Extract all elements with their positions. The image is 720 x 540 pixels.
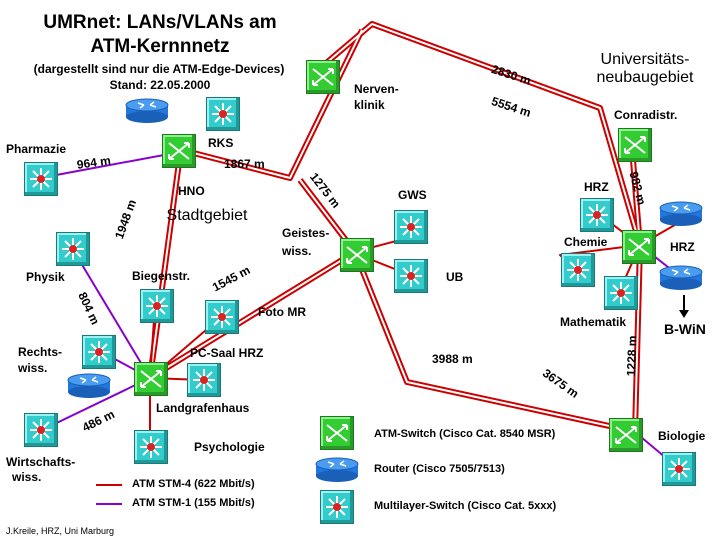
ml-switch-psychologie[interactable] xyxy=(134,430,168,464)
distance-1867: 1867 m xyxy=(224,157,265,171)
ml-switch-foto-mr[interactable] xyxy=(205,300,239,334)
ml-switch-pc-saal-hrz[interactable] xyxy=(187,363,221,397)
distance-3988: 3988 m xyxy=(432,352,473,366)
label-wirtschaftswiss-2: wiss. xyxy=(12,470,42,484)
legend-multilayer-icon xyxy=(320,490,354,524)
region-stadtgebiet: Stadtgebiet xyxy=(166,207,248,224)
legend-atm-switch-icon xyxy=(320,416,354,450)
router-hrz-1[interactable] xyxy=(658,200,704,228)
distance-1228: 1228 m xyxy=(624,335,640,377)
region-uni-line-1: Universitäts- xyxy=(600,51,690,68)
ml-switch-gws[interactable] xyxy=(394,210,428,244)
router-rks[interactable] xyxy=(124,97,170,125)
ml-switch-biegenstr[interactable] xyxy=(140,289,174,323)
ml-switch-physik[interactable] xyxy=(56,232,90,266)
ml-switch-mathematik[interactable] xyxy=(604,276,638,310)
ml-switch-chemie[interactable] xyxy=(561,253,595,287)
ml-switch-biologie[interactable] xyxy=(662,452,696,486)
ml-switch-rks[interactable] xyxy=(206,97,240,131)
atm-switch-geisteswiss[interactable] xyxy=(340,238,374,272)
legend-stm1-label: ATM STM-1 (155 Mbit/s) xyxy=(132,497,255,509)
label-nervenklinik-1: Nerven- xyxy=(354,82,399,96)
label-mathematik: Mathematik xyxy=(560,315,627,329)
bwin-arrow-icon xyxy=(679,295,689,318)
label-rechtswiss-2: wiss. xyxy=(18,361,48,375)
legend-atm-switch-label: ATM-Switch (Cisco Cat. 8540 MSR) xyxy=(374,428,556,440)
title-line-3: (dargestellt sind nur die ATM-Edge-Devic… xyxy=(33,62,285,76)
legend-multilayer-label: Multilayer-Switch (Cisco Cat. 5xxx) xyxy=(374,500,557,512)
ml-switch-pharmazie[interactable] xyxy=(24,162,58,196)
title-line-4: Stand: 22.05.2000 xyxy=(109,78,211,92)
atm-switch-hno[interactable] xyxy=(162,134,196,168)
ml-switch-ub[interactable] xyxy=(394,259,428,293)
label-rechtswiss-1: Rechts- xyxy=(18,345,63,359)
label-hrz-router: HRZ xyxy=(670,240,695,254)
label-gws: GWS xyxy=(398,188,427,202)
label-chemie: Chemie xyxy=(564,235,608,249)
label-nervenklinik-2: klinik xyxy=(354,98,385,112)
label-physik: Physik xyxy=(26,270,65,284)
label-bwin: B-WiN xyxy=(664,321,706,337)
legend-stm4-label: ATM STM-4 (622 Mbit/s) xyxy=(132,478,255,490)
atm-switch-nervenklinik[interactable] xyxy=(306,60,340,94)
label-biologie: Biologie xyxy=(658,429,706,443)
router-hrz-2[interactable] xyxy=(658,264,704,292)
ml-switch-rechtswiss[interactable] xyxy=(82,335,116,369)
label-geisteswiss-1: Geistes- xyxy=(282,226,330,240)
atm-switch-landgrafenhaus[interactable] xyxy=(134,362,168,396)
label-foto-mr: Foto MR xyxy=(258,305,306,319)
atm-switch-biologie[interactable] xyxy=(609,418,643,452)
label-hrz-ml: HRZ xyxy=(584,180,609,194)
label-psychologie: Psychologie xyxy=(194,440,265,454)
router-landgrafenhaus[interactable] xyxy=(66,372,112,400)
ml-switch-wirtschaftswiss[interactable] xyxy=(24,413,58,447)
label-ub: UB xyxy=(446,270,464,284)
label-biegenstr: Biegenstr. xyxy=(132,269,191,283)
ml-switch-hrz[interactable] xyxy=(580,198,614,232)
legend-router-icon xyxy=(314,456,360,484)
label-rks: RKS xyxy=(208,136,234,150)
label-conradistr: Conradistr. xyxy=(614,108,678,122)
region-uni-line-2: neubaugebiet xyxy=(596,69,694,86)
label-hno: HNO xyxy=(178,184,205,198)
label-pharmazie: Pharmazie xyxy=(6,142,67,156)
title-line-1: UMRnet: LANs/VLANs am xyxy=(43,12,277,33)
label-landgrafenhaus: Landgrafenhaus xyxy=(156,401,250,415)
title-line-2: ATM-Kernnnetz xyxy=(90,36,230,57)
atm-switch-conradistr[interactable] xyxy=(618,128,652,162)
credit: J.Kreile, HRZ, Uni Marburg xyxy=(6,526,115,536)
label-geisteswiss-2: wiss. xyxy=(282,244,312,258)
label-pc-saal-hrz: PC-Saal HRZ xyxy=(190,346,264,360)
label-wirtschaftswiss-1: Wirtschafts- xyxy=(6,455,76,469)
legend-router-label: Router (Cisco 7505/7513) xyxy=(374,463,505,475)
atm-switch-hrz[interactable] xyxy=(622,230,656,264)
